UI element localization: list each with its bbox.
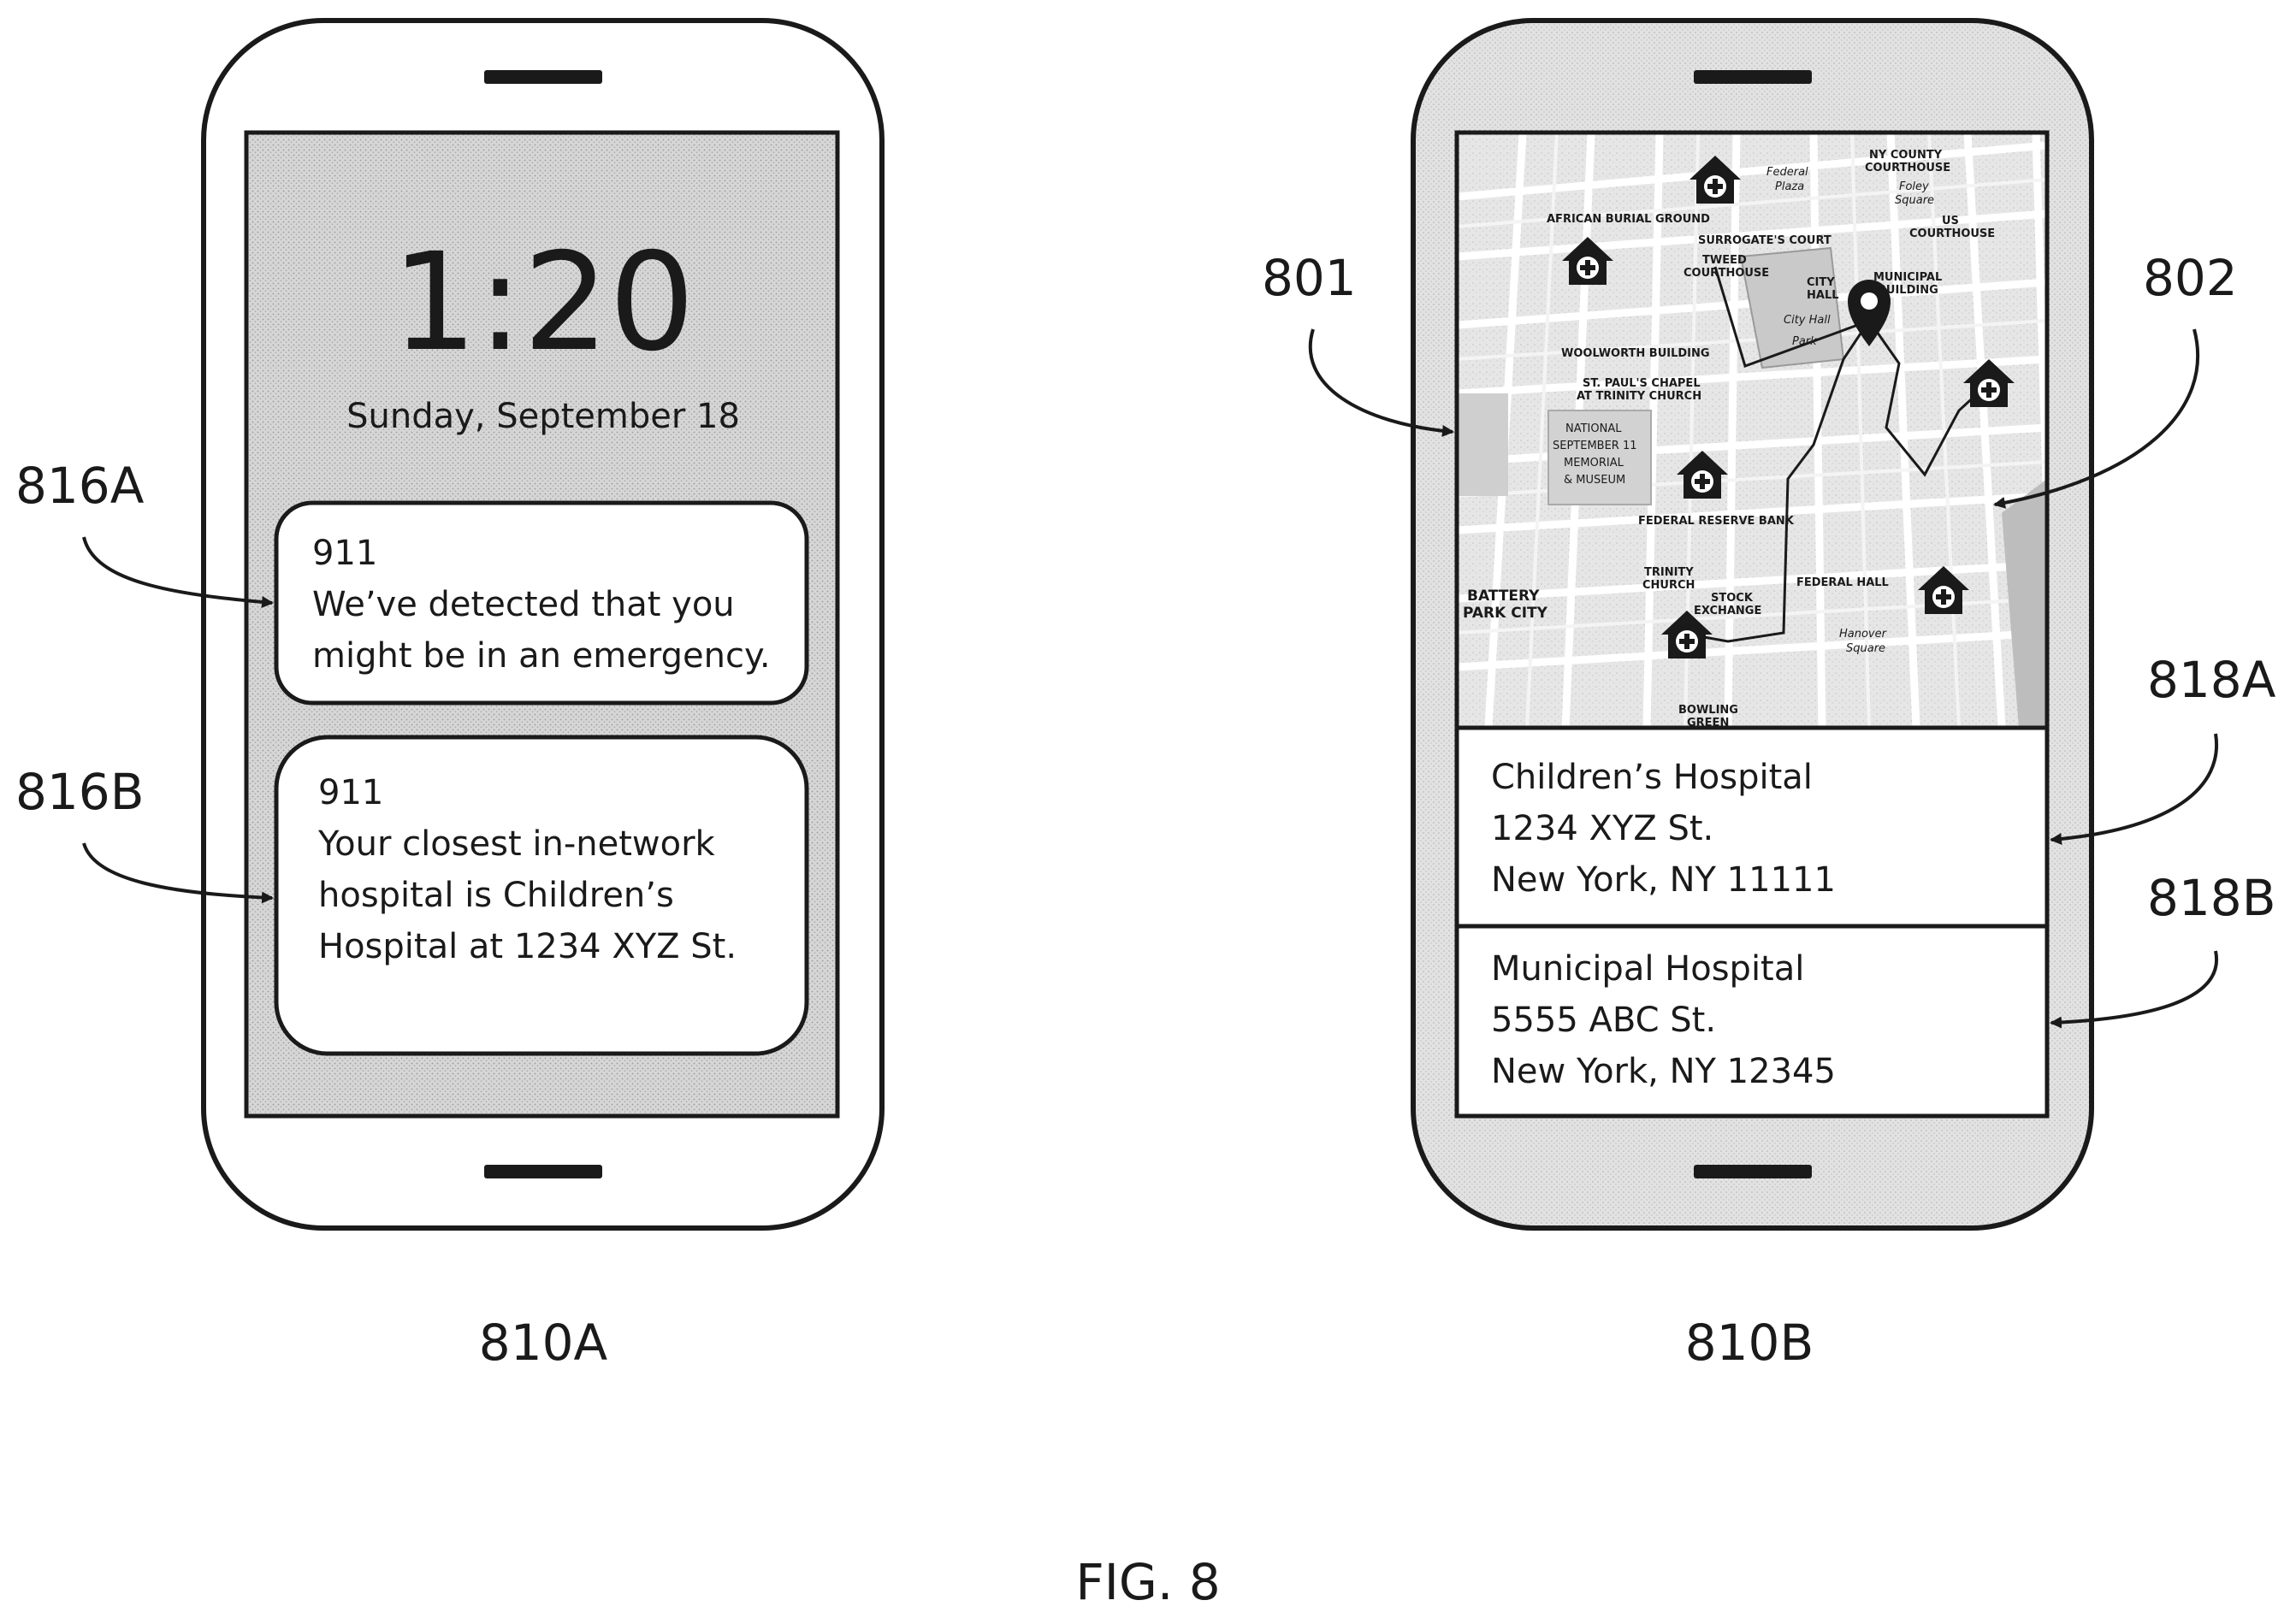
- ref-816a: 816A: [15, 457, 145, 515]
- ref-801: 801: [1262, 249, 1357, 307]
- svg-text:NY COUNTY: NY COUNTY: [1869, 149, 1943, 162]
- svg-text:COURTHOUSE: COURTHOUSE: [1865, 162, 1950, 174]
- phone-a-home-bar: [484, 1165, 602, 1178]
- notification-816a-line2: might be in an emergency.: [312, 636, 771, 676]
- svg-text:BOWLING: BOWLING: [1678, 704, 1738, 717]
- svg-text:NATIONAL: NATIONAL: [1565, 422, 1622, 435]
- svg-text:Hanover: Hanover: [1839, 628, 1888, 641]
- svg-text:SURROGATE'S COURT: SURROGATE'S COURT: [1698, 234, 1831, 247]
- svg-text:COURTHOUSE: COURTHOUSE: [1684, 267, 1769, 280]
- svg-text:AT TRINITY CHURCH: AT TRINITY CHURCH: [1577, 390, 1701, 403]
- svg-text:Plaza: Plaza: [1775, 180, 1804, 193]
- svg-text:US: US: [1942, 215, 1959, 227]
- ref-816b: 816B: [15, 763, 145, 821]
- phone-b-home-bar: [1694, 1165, 1812, 1178]
- svg-text:MEMORIAL: MEMORIAL: [1564, 457, 1624, 469]
- hospital-card-818b-street: 5555 ABC St.: [1491, 1001, 1716, 1040]
- phone-810a: 1:20 Sunday, September 18 911 We’ve dete…: [204, 21, 882, 1228]
- svg-text:HALL: HALL: [1807, 289, 1839, 302]
- hospital-card-818a-street: 1234 XYZ St.: [1491, 809, 1713, 848]
- phone-a-speaker: [484, 70, 602, 84]
- notification-816b-line1: Your closest in-network: [317, 824, 716, 864]
- svg-text:& MUSEUM: & MUSEUM: [1564, 474, 1625, 487]
- hospital-card-818b-name: Municipal Hospital: [1491, 949, 1804, 989]
- notification-816b-line2: hospital is Children’s: [318, 876, 674, 915]
- ref-802: 802: [2143, 249, 2238, 307]
- svg-text:ST. PAUL'S CHAPEL: ST. PAUL'S CHAPEL: [1583, 377, 1701, 390]
- hospital-card-818a-city: New York, NY 11111: [1491, 860, 1836, 900]
- svg-text:FEDERAL HALL: FEDERAL HALL: [1796, 576, 1889, 589]
- hospital-card-818b-city: New York, NY 12345: [1491, 1052, 1836, 1091]
- svg-text:MUNICIPAL: MUNICIPAL: [1873, 271, 1942, 284]
- lock-screen-date: Sunday, September 18: [346, 397, 740, 436]
- ref-818a: 818A: [2147, 651, 2276, 709]
- svg-text:WOOLWORTH BUILDING: WOOLWORTH BUILDING: [1561, 347, 1710, 360]
- ref-810b: 810B: [1685, 1314, 1814, 1372]
- svg-text:PARK CITY: PARK CITY: [1463, 605, 1548, 622]
- svg-text:TWEED: TWEED: [1702, 254, 1747, 267]
- notification-816b-sender: 911: [318, 773, 383, 812]
- svg-text:Square: Square: [1846, 642, 1885, 655]
- notification-816b-line3: Hospital at 1234 XYZ St.: [318, 927, 737, 966]
- ref-818b: 818B: [2147, 869, 2276, 927]
- svg-text:BATTERY: BATTERY: [1467, 588, 1540, 605]
- figure-label: FIG. 8: [1075, 1553, 1220, 1611]
- svg-text:STOCK: STOCK: [1711, 592, 1754, 605]
- notification-816a-sender: 911: [312, 534, 377, 573]
- svg-text:AFRICAN BURIAL GROUND: AFRICAN BURIAL GROUND: [1547, 213, 1710, 226]
- svg-text:COURTHOUSE: COURTHOUSE: [1909, 227, 1995, 240]
- hospital-card-818a-name: Children’s Hospital: [1491, 758, 1813, 797]
- notification-816a-line1: We’ve detected that you: [312, 585, 735, 624]
- phone-b-speaker: [1694, 70, 1812, 84]
- svg-text:CHURCH: CHURCH: [1642, 579, 1695, 592]
- svg-text:Federal: Federal: [1766, 166, 1808, 179]
- svg-text:CITY: CITY: [1807, 276, 1835, 289]
- svg-text:City Hall: City Hall: [1784, 314, 1831, 327]
- phone-810b: Federal Plaza NY COUNTY COURTHOUSE Foley…: [1413, 21, 2092, 1228]
- battery-park-block: [1457, 393, 1508, 496]
- svg-text:Foley: Foley: [1899, 180, 1929, 193]
- svg-text:EXCHANGE: EXCHANGE: [1694, 605, 1761, 617]
- svg-text:FEDERAL RESERVE BANK: FEDERAL RESERVE BANK: [1638, 515, 1795, 528]
- ref-810a: 810A: [479, 1314, 608, 1372]
- lock-screen-time: 1:20: [392, 224, 695, 381]
- svg-text:SEPTEMBER 11: SEPTEMBER 11: [1553, 440, 1637, 452]
- svg-text:TRINITY: TRINITY: [1644, 566, 1694, 579]
- svg-text:Square: Square: [1895, 194, 1934, 207]
- map-view[interactable]: Federal Plaza NY COUNTY COURTHOUSE Foley…: [1457, 133, 2047, 729]
